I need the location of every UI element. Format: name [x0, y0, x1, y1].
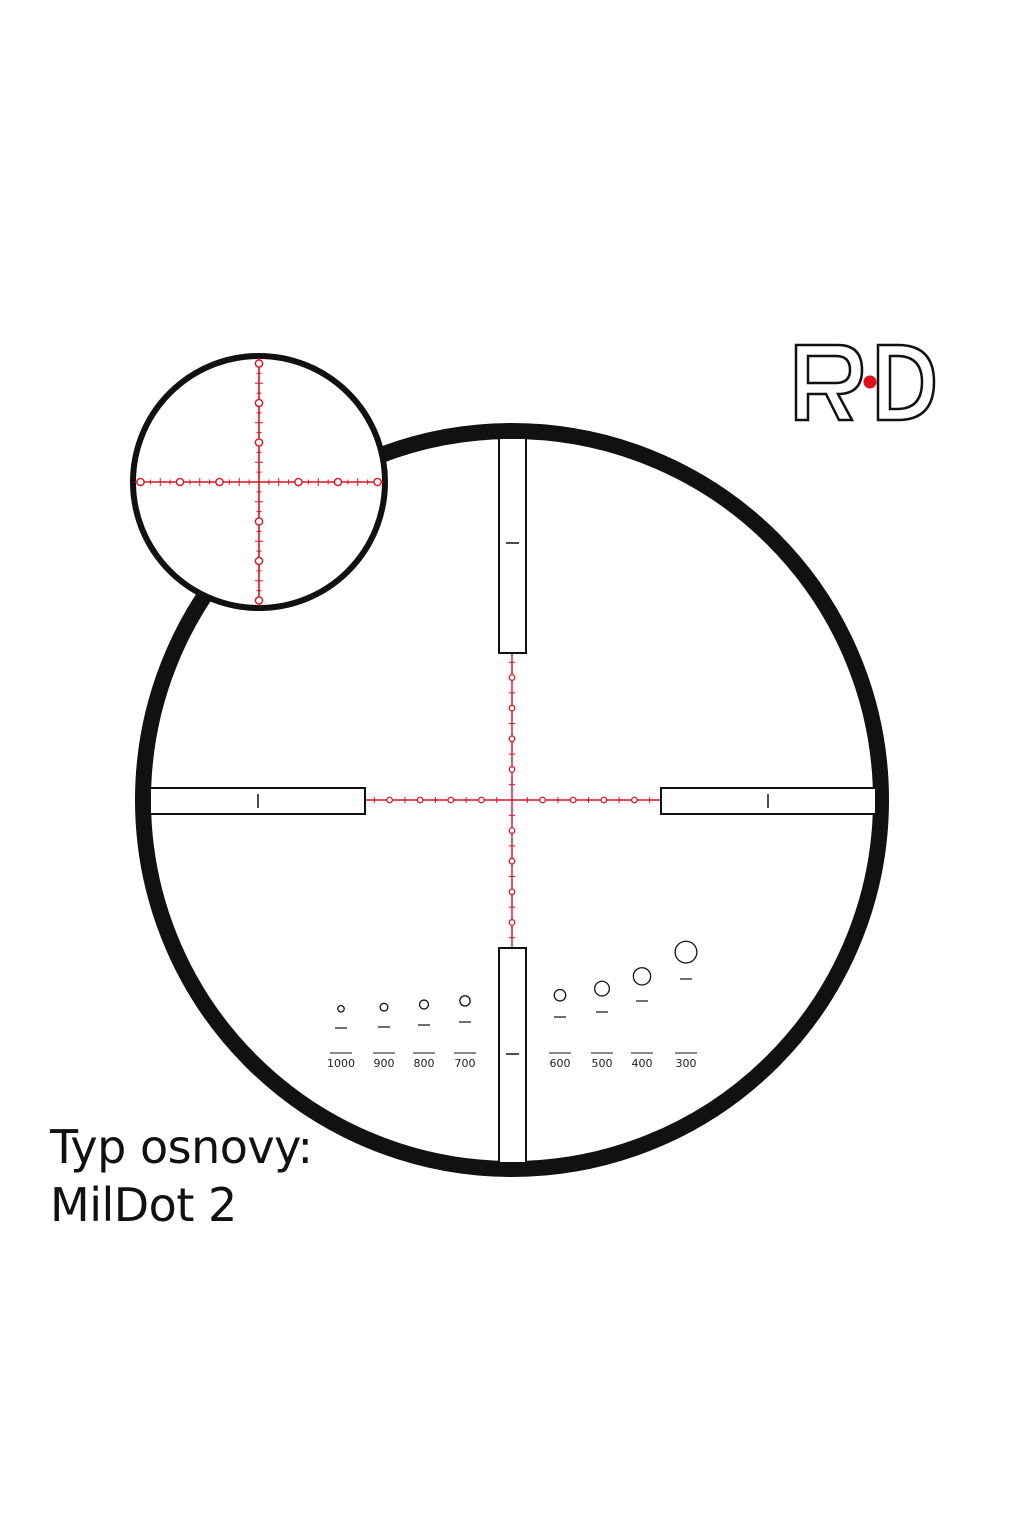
- inset-mil-dot: [333, 477, 343, 487]
- range-circle: [674, 940, 698, 964]
- mil-dot: [508, 766, 516, 773]
- inset-mil-dot: [254, 438, 264, 447]
- range-label: 600: [550, 1057, 571, 1070]
- range-label: 800: [414, 1057, 435, 1070]
- mil-dot: [447, 796, 455, 804]
- range-circle: [632, 967, 652, 986]
- mil-dot: [416, 796, 424, 804]
- range-circle: [418, 999, 430, 1010]
- range-circle: [593, 980, 611, 997]
- range-circle: [337, 1004, 345, 1013]
- top-post: [498, 437, 527, 654]
- logo-letter-r: [794, 343, 864, 422]
- mil-dot: [508, 827, 516, 834]
- inset-mil-dot: [175, 477, 185, 487]
- range-circle: [379, 1002, 389, 1012]
- inset-mil-dot: [373, 477, 382, 487]
- range-label: 500: [592, 1057, 613, 1070]
- bottom-post: [498, 947, 527, 1164]
- mil-dot: [600, 796, 608, 804]
- inset-mil-dot: [254, 359, 264, 368]
- inset-mil-dot: [254, 398, 264, 408]
- mil-dot: [508, 919, 516, 926]
- range-label: 1000: [327, 1057, 355, 1070]
- inset-mil-dot: [254, 517, 264, 526]
- zoom-inset-crosshair: [135, 358, 383, 606]
- inset-mil-dot: [136, 477, 145, 487]
- mil-dot: [508, 674, 516, 681]
- range-label: 700: [455, 1057, 476, 1070]
- reticle-posts: [149, 437, 877, 1164]
- mil-dot: [508, 735, 516, 743]
- inset-mil-dot: [254, 596, 264, 605]
- left-post: [149, 787, 366, 815]
- rd-logo: [794, 343, 936, 422]
- logo-dot: [863, 375, 877, 389]
- range-label: 400: [632, 1057, 653, 1070]
- inset-mil-dot: [294, 477, 303, 487]
- mil-dot: [631, 796, 638, 804]
- mil-dot: [539, 796, 546, 804]
- mil-dot: [386, 796, 394, 804]
- reticle-caption: Typ osnovy: MilDot 2: [50, 1118, 313, 1234]
- logo-letter-d: [876, 343, 936, 422]
- mil-dot: [569, 796, 577, 804]
- range-circle: [553, 988, 567, 1002]
- caption-reticle-name: MilDot 2: [50, 1178, 237, 1232]
- range-label: 900: [374, 1057, 395, 1070]
- inset-mil-dot: [215, 477, 224, 487]
- caption-title: Typ osnovy:: [50, 1120, 313, 1174]
- mil-dot: [508, 888, 516, 896]
- mil-dot: [478, 796, 485, 804]
- inset-mil-dot: [254, 556, 264, 566]
- range-circle: [459, 995, 471, 1007]
- mil-dot: [508, 704, 516, 712]
- mil-dot: [508, 857, 516, 865]
- range-label: 300: [676, 1057, 697, 1070]
- range-estimation-marks: 1000 900 800 700 600 500 400 300: [327, 940, 698, 1070]
